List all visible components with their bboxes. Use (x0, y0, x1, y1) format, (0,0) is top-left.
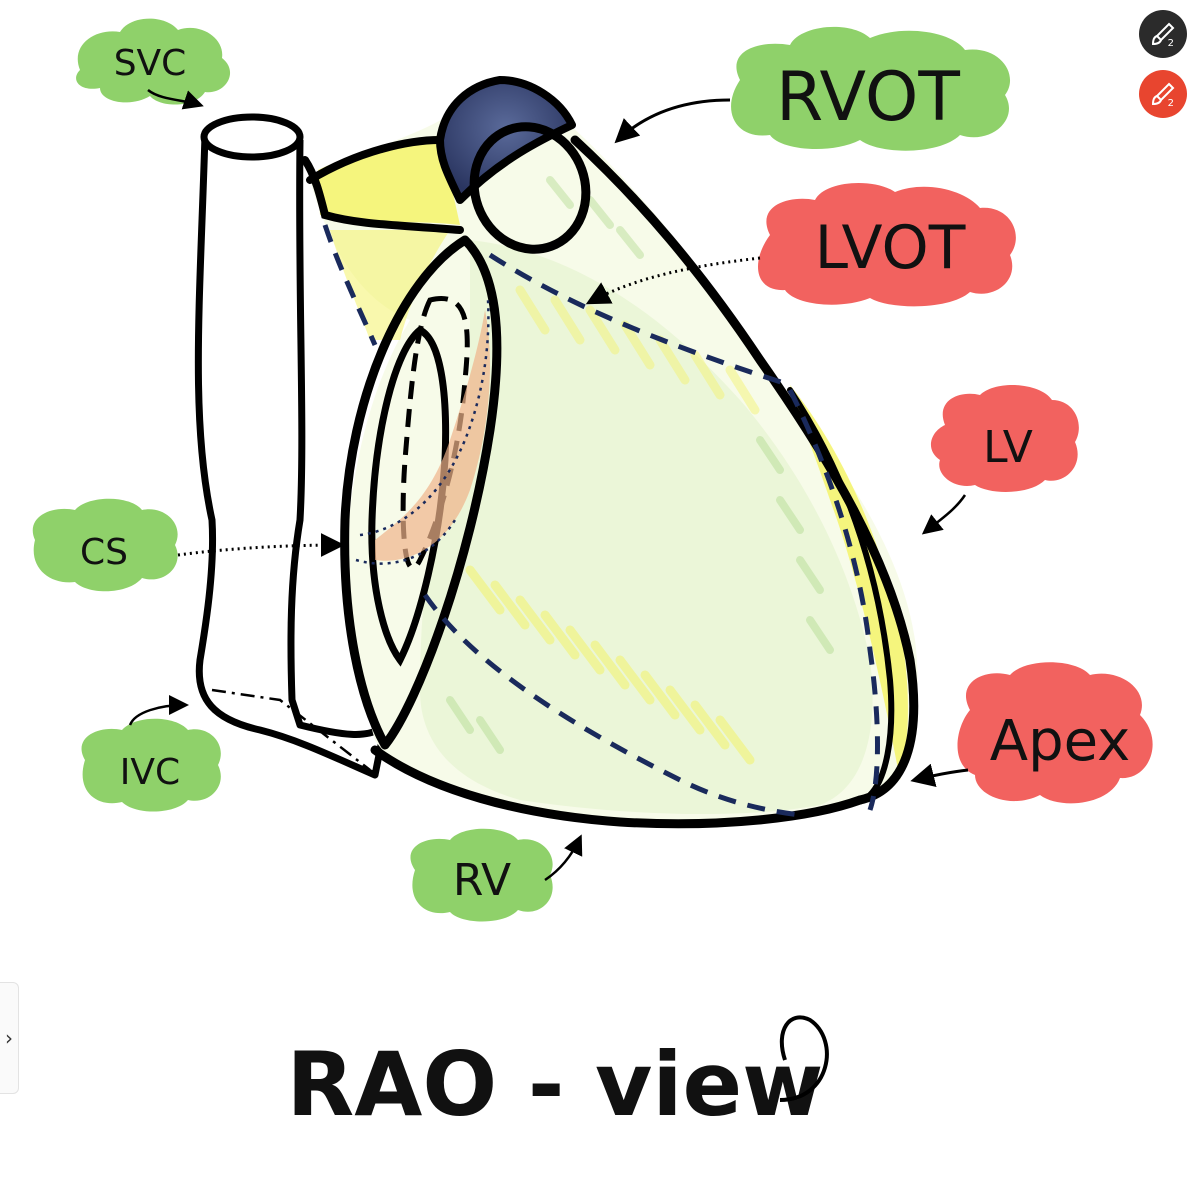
brush-icon (1151, 82, 1175, 106)
heart (301, 76, 919, 829)
svc-label: SVC (114, 43, 187, 84)
red-brush-button[interactable]: 2 (1139, 70, 1187, 118)
ivc-label: IVC (120, 752, 180, 793)
label-bubble-cs: CS (32, 498, 345, 592)
label-bubble-rvot: RVOT (614, 26, 1011, 151)
label-bubble-rv: RV (410, 828, 583, 922)
label-bubble-ivc: IVC (81, 695, 221, 812)
side-panel-toggle[interactable]: › (0, 982, 19, 1094)
apex-label: Apex (990, 709, 1130, 774)
brush-count: 2 (1167, 38, 1174, 49)
label-bubble-lv: LV (921, 384, 1079, 535)
rv-label: RV (453, 855, 511, 906)
lvot-label: LVOT (815, 213, 966, 283)
diagram-title: RAO - view (287, 1033, 824, 1136)
brush-count: 2 (1167, 98, 1174, 109)
lv-label: LV (983, 422, 1033, 473)
title-swash (779, 1015, 829, 1102)
label-bubble-lvot: LVOT (585, 182, 1016, 307)
cs-label: CS (80, 532, 128, 573)
label-bubble-apex: Apex (910, 662, 1153, 804)
vena-cava (194, 113, 389, 779)
brush-icon (1151, 22, 1175, 46)
chevron-right-icon: › (5, 1026, 13, 1050)
rvot-label: RVOT (776, 58, 960, 137)
black-brush-button[interactable]: 2 (1139, 10, 1187, 58)
label-bubble-svc: SVC (76, 18, 231, 110)
